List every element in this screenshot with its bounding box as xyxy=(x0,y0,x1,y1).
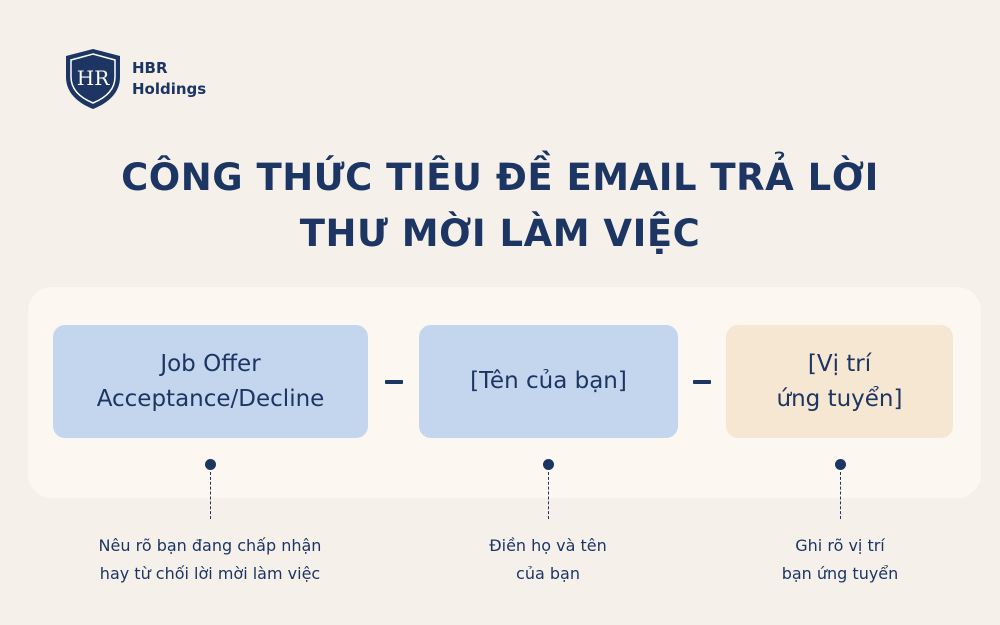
brand-name-line1: HBR xyxy=(132,59,168,77)
connector-dot-2 xyxy=(543,459,554,470)
part3-line2: ứng tuyển] xyxy=(776,385,903,412)
separator-dash-1 xyxy=(385,380,403,384)
title-line1: CÔNG THỨC TIÊU ĐỀ EMAIL TRẢ LỜI xyxy=(121,156,879,199)
title-line2: THƯ MỜI LÀM VIỆC xyxy=(299,212,701,255)
separator-dash-2 xyxy=(693,380,711,384)
formula-part-position: [Vị trí ứng tuyển] xyxy=(726,325,953,438)
note2-line1: Điền họ và tên xyxy=(489,536,607,555)
note1-line1: Nêu rõ bạn đang chấp nhận xyxy=(98,536,322,555)
connector-line-1 xyxy=(210,472,211,519)
logo-monogram: HR xyxy=(77,66,110,90)
page-title: CÔNG THỨC TIÊU ĐỀ EMAIL TRẢ LỜI THƯ MỜI … xyxy=(0,150,1000,262)
note-offer-response: Nêu rõ bạn đang chấp nhận hay từ chối lờ… xyxy=(60,532,360,588)
shield-logo-icon: HR xyxy=(66,49,120,109)
connector-line-3 xyxy=(840,472,841,519)
connector-dot-1 xyxy=(205,459,216,470)
note-your-name: Điền họ và tên của bạn xyxy=(398,532,698,588)
note-position: Ghi rõ vị trí bạn ứng tuyển xyxy=(690,532,990,588)
connector-line-2 xyxy=(548,472,549,519)
note2-line2: của bạn xyxy=(516,564,580,583)
note1-line2: hay từ chối lời mời làm việc xyxy=(99,564,321,583)
part1-line1: Job Offer xyxy=(160,350,261,377)
part3-line1: [Vị trí xyxy=(807,350,872,377)
part2-line1: [Tên của bạn] xyxy=(470,368,627,394)
formula-part-offer-response: Job Offer Acceptance/Decline xyxy=(53,325,368,438)
formula-part-your-name: [Tên của bạn] xyxy=(419,325,678,438)
note3-line2: bạn ứng tuyển xyxy=(781,564,899,583)
part1-line2: Acceptance/Decline xyxy=(96,385,325,412)
connector-dot-3 xyxy=(835,459,846,470)
note3-line1: Ghi rõ vị trí xyxy=(795,536,885,555)
brand-name-line2: Holdings xyxy=(132,80,207,98)
brand-logo: HR HBR Holdings xyxy=(62,47,206,111)
